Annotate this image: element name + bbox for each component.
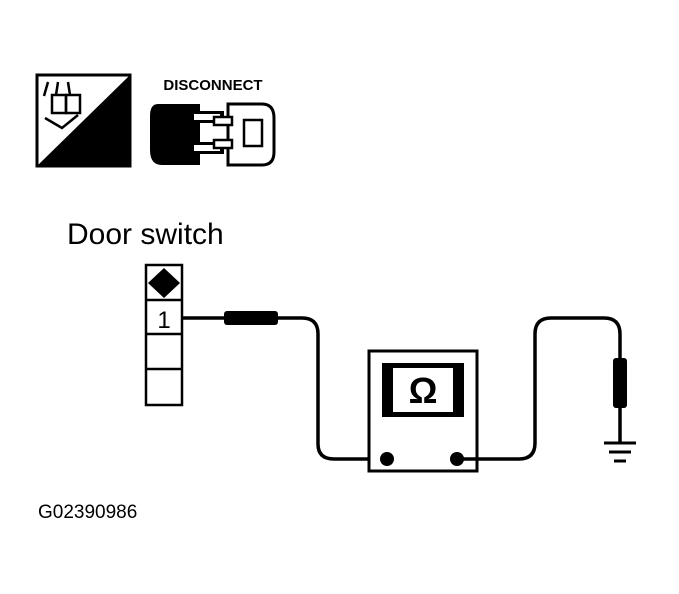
- disconnect-label: DISCONNECT: [163, 77, 262, 94]
- ohm-symbol-icon: Ω: [409, 370, 438, 411]
- probe-positive: [224, 311, 278, 325]
- connector-title: Door switch: [67, 218, 224, 251]
- ts-label: T.S.: [83, 139, 123, 165]
- connector-sketch-icon: [42, 81, 82, 130]
- door-switch-connector: 1: [144, 263, 184, 407]
- figure-code: G02390986: [38, 502, 137, 523]
- meter-terminal-positive: [380, 452, 394, 466]
- test-lead-positive: [182, 316, 384, 461]
- disconnect-icon: DISCONNECT: [150, 77, 276, 167]
- probe-negative: [613, 358, 627, 408]
- test-lead-negative: [457, 316, 622, 461]
- ohmmeter: Ω: [367, 349, 479, 473]
- pin-label: 1: [157, 307, 170, 334]
- ground-icon: [604, 441, 636, 463]
- ts-icon: T.S.: [35, 73, 132, 168]
- connector-key-icon: [148, 268, 180, 298]
